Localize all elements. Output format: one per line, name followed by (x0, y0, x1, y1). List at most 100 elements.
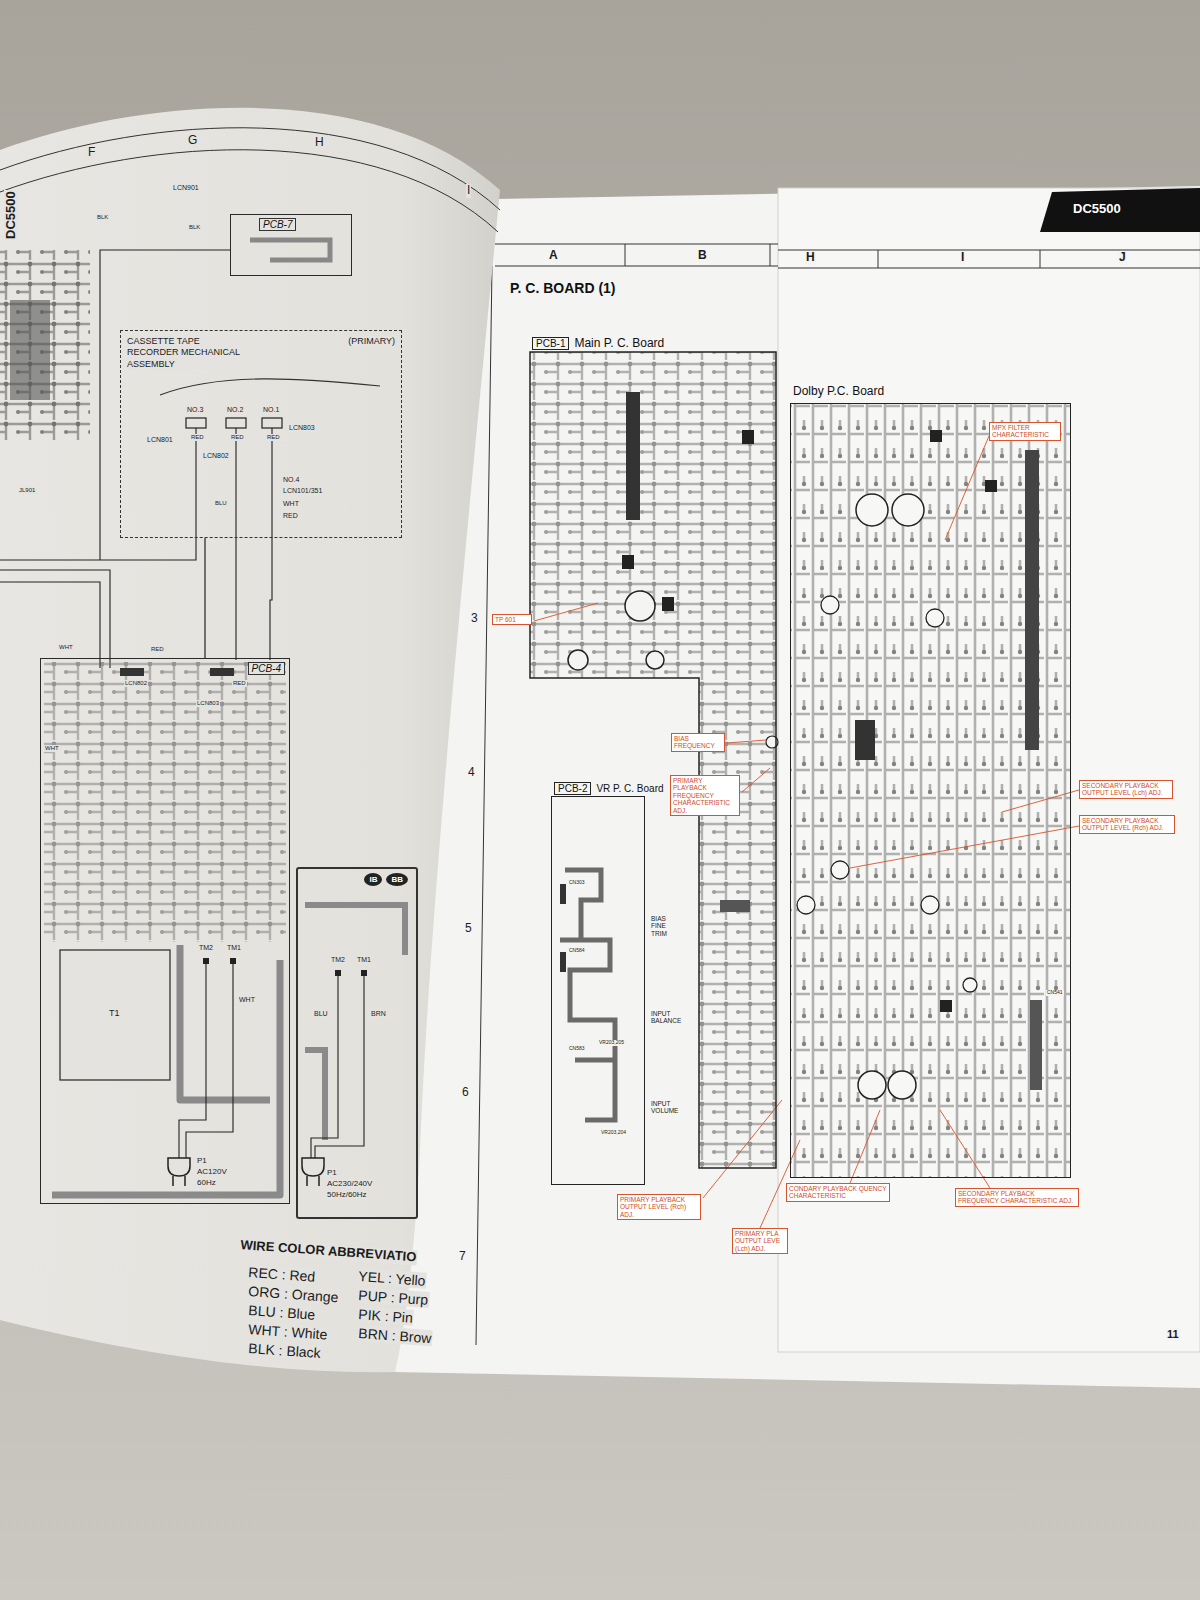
label-text: 50Hz/60Hz (326, 1190, 368, 1199)
label-text: I (960, 251, 965, 265)
label-text: TM2 (330, 956, 346, 964)
right-page (395, 186, 1200, 1388)
board-outline: PCB-1Main P. C. Board (530, 352, 776, 1168)
label-text: REC : Red (247, 1264, 317, 1285)
board-outline-shape (530, 352, 776, 1168)
wire-connector (204, 538, 205, 658)
label-text: 7 (458, 1250, 467, 1264)
label-text: WIRE COLOR ABBREVIATIO (239, 1238, 418, 1265)
callout-text: CONDARY PLAYBACK QUENCY CHARACTERISTIC (789, 1185, 887, 1200)
trimmer (921, 896, 939, 914)
label-text: WHT (58, 644, 74, 651)
callout-text: SECONDARY PLAYBACK FREQUENCY CHARACTERIS… (958, 1190, 1076, 1205)
label-text: BRN : Brow (357, 1325, 433, 1346)
transistor (985, 480, 997, 492)
left-page (0, 108, 500, 1372)
grid-border (476, 266, 492, 1345)
trimmer (821, 596, 839, 614)
label-text: J (1118, 251, 1127, 265)
board-tag: PCB-1 (532, 337, 569, 350)
assembly-box: CASSETTE TAPE RECORDER MECHANICAL ASSEMB… (120, 330, 402, 538)
label-text: BLU (313, 1010, 329, 1018)
label-text: 3 (470, 612, 479, 626)
board-name: Main P. C. Board (574, 336, 664, 350)
plug-symbol (168, 1158, 190, 1186)
model-tab (1040, 188, 1200, 232)
variant-panel: IBBB (296, 867, 418, 1219)
label-text: LCN802 (202, 452, 230, 460)
label-text: YEL : Yello (357, 1268, 427, 1289)
board-name: VR P. C. Board (596, 783, 663, 794)
label-text: NO.4 (282, 476, 300, 484)
label-text: RED (232, 680, 247, 687)
board-outline: Dolby P.C. Board (790, 403, 1071, 1178)
label-text: RED (190, 434, 205, 441)
label-text: LCN802 (124, 680, 148, 687)
label-text: RED (150, 646, 165, 653)
power-cord (311, 976, 364, 1158)
label-text: 11 (1166, 1328, 1180, 1341)
terminal (203, 958, 209, 964)
callout-text: PRIMARY PLA OUTPUT LEVE (Lch) ADJ. (735, 1230, 785, 1252)
callout-text: PRIMARY PLAYBACK FREQUENCY CHARACTERISTI… (673, 777, 737, 814)
label-text: BLK : Black (247, 1340, 322, 1361)
label-text: NO.3 (186, 406, 204, 414)
label-text: P1 (326, 1168, 338, 1177)
label-text: TM2 (198, 944, 214, 952)
badge-row: IBBB (364, 873, 408, 886)
label-text: BIAS FINE TRIM (650, 915, 682, 937)
label-text: JL901 (18, 487, 36, 494)
label-text: BLK (188, 224, 201, 231)
terminal (335, 970, 341, 976)
callout-text: SECONDARY PLAYBACK OUTPUT LEVEL (Lch) AD… (1082, 782, 1170, 797)
trimmer (797, 896, 815, 914)
connector-strip (1030, 1000, 1042, 1090)
label-text: AC230/240V (326, 1179, 373, 1188)
board-outline: PCB-2VR P. C. Board (551, 796, 645, 1185)
label-text: H (314, 136, 325, 150)
adjust-callout: PRIMARY PLAYBACK OUTPUT LEVEL (Rch) ADJ. (617, 1194, 701, 1220)
capacitor (858, 1071, 886, 1099)
label-text: WHT (44, 745, 60, 752)
connector-strip (626, 392, 640, 520)
board-traces (52, 945, 280, 1195)
capacitor (646, 651, 664, 669)
grid-ruler (778, 250, 1200, 268)
label-text: LCN803 (196, 700, 220, 707)
adjust-callout: SECONDARY PLAYBACK OUTPUT LEVEL (Lch) AD… (1079, 780, 1173, 799)
capacitor (888, 1071, 916, 1099)
label-text: 6 (461, 1086, 470, 1100)
wire (0, 250, 272, 668)
label-text: AC120V (196, 1167, 228, 1176)
label-text: BLK (96, 214, 109, 221)
label-text: DC5500 (1072, 202, 1122, 217)
label-text: G (187, 134, 198, 148)
terminal (230, 958, 236, 964)
ic-chip (855, 720, 875, 760)
adjust-callout: CONDARY PLAYBACK QUENCY CHARACTERISTIC (786, 1183, 890, 1202)
board-traces (0, 250, 90, 440)
label-text: B (697, 249, 708, 263)
power-cord (179, 964, 233, 1158)
label-text: WHT (282, 500, 300, 508)
label-text: BRN (370, 1010, 387, 1018)
adjust-callout: TP 601 (492, 614, 532, 625)
label-text: A (548, 249, 559, 263)
label-text: LCN901 (172, 184, 200, 192)
board-tag: PCB-7 (259, 218, 296, 231)
label-text: VR203,205 (598, 1040, 625, 1046)
label-text: RED (282, 512, 299, 520)
transistor (742, 430, 754, 444)
board-name: Dolby P.C. Board (793, 384, 884, 398)
board-heading: PCB-2VR P. C. Board (554, 778, 664, 796)
adjust-callout: SECONDARY PLAYBACK OUTPUT LEVEL (Rch) AD… (1079, 815, 1175, 834)
board-tag: PCB-4 (248, 662, 285, 675)
board-traces (305, 905, 405, 1140)
adjust-callout: BIAS FREQUENCY (671, 733, 725, 752)
grid-ruler (0, 128, 500, 232)
